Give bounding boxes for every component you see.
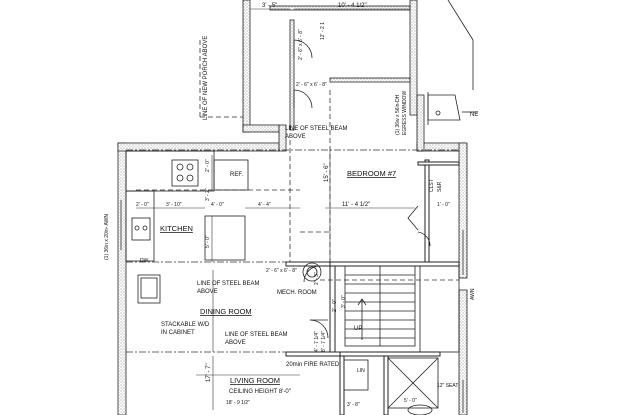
doors	[293, 39, 431, 339]
shower-icon	[387, 357, 439, 409]
dining-room-label: DINING ROOM	[200, 307, 252, 316]
clst-label: CLST	[429, 179, 435, 192]
dim-8-7-quarter: 8' - 7 1/4"	[321, 331, 327, 352]
steel-beam-label-top-2: ABOVE	[285, 134, 306, 140]
dim-15-6: 15' - 6"	[324, 163, 330, 182]
egress-label-1: (1) 36w x 56in-DH	[395, 94, 401, 135]
kitchen-fixtures	[125, 150, 249, 304]
awn-label-left: (1) 36in x 20in- AWN	[104, 214, 110, 260]
exterior-walls	[117, 94, 468, 415]
range-icon	[171, 159, 199, 187]
dim-17-7: 17' - 7"	[206, 363, 212, 382]
awn-label-right: AWN	[470, 288, 476, 300]
dim-4-0: 4' - 0"	[211, 202, 224, 208]
lin-label: LIN	[357, 368, 365, 374]
up-label: UP	[354, 326, 362, 332]
new-porch-label: LINE OF NEW PORCH ABOVE	[203, 36, 209, 120]
dim-door-a: 2' - 6" x 6' - 8"	[298, 29, 304, 60]
dim-3-5: 3' - 5"	[262, 3, 277, 9]
steel-beam-label-dining-2: ABOVE	[225, 340, 246, 346]
dim-3-8: 3' - 8"	[347, 402, 360, 408]
egress-window	[427, 0, 478, 125]
dim-door-b: 2' - 6" x 6' - 8"	[296, 82, 327, 88]
kitchen-label: KITCHEN	[160, 224, 193, 233]
dimension-labels: 3' - 5" 10' - 4 1/2" 12' - 2 1 2' - 6" x…	[136, 3, 450, 408]
window-marks	[120, 200, 464, 413]
dim-3-0: 3' - 0"	[341, 295, 347, 308]
egress-label-2: EGRESS WINDOW	[402, 91, 408, 135]
upper-wing-walls	[242, 0, 418, 133]
ne-label: NE	[470, 112, 478, 118]
plan-labels: LINE OF NEW PORCH ABOVE LINE OF STEEL BE…	[104, 36, 478, 395]
dw-label: DW	[140, 258, 149, 264]
sr-label: S&R	[437, 181, 443, 192]
kitchen-island	[204, 215, 246, 261]
washer-dryer-icon	[137, 274, 161, 304]
ceiling-height-label: CEILING HEIGHT 8'-0"	[229, 389, 291, 395]
bedroom-label: BEDROOM #7	[347, 169, 396, 178]
mech-room-label: MECH. ROOM	[277, 290, 317, 296]
dim-2-3: 2' - 3"	[314, 272, 320, 285]
dim-2-0-mid: 2' - 0"	[332, 299, 338, 312]
refrigerator-icon	[213, 159, 249, 191]
dim-18-9-half: 18' - 9 1/2"	[226, 400, 250, 406]
dimension-lines	[136, 8, 415, 410]
dim-2-0-left: 2' - 0"	[136, 202, 149, 208]
living-room-label: LIVING ROOM	[230, 376, 280, 385]
dim-5-0: 5' - 0"	[205, 235, 211, 248]
interior-walls	[285, 159, 460, 415]
sink-icon	[131, 217, 151, 241]
dim-4-4: 4' - 4"	[258, 202, 271, 208]
dim-3-10: 3' - 10"	[166, 202, 182, 208]
toilet-icon	[407, 404, 433, 415]
dim-door-c: 2' - 6" x 6' - 8"	[266, 268, 297, 274]
bathroom-fixtures	[343, 357, 439, 415]
dim-10-4-half: 10' - 4 1/2"	[338, 3, 367, 9]
dim-2-0-top: 2' - 0"	[205, 159, 211, 172]
steel-beam-label-top: LINE OF STEEL BEAM	[285, 126, 347, 132]
dim-1-0: 1' - 0"	[437, 202, 450, 208]
dim-4-7-quarter: 4' - 7 1/4"	[314, 331, 320, 352]
steel-beam-label-dining: LINE OF STEEL BEAM	[225, 332, 287, 338]
dim-11-4-half: 11' - 4 1/2"	[342, 202, 370, 208]
steel-beam-label-kitchen: LINE OF STEEL BEAM	[197, 281, 259, 287]
seat-label: 12" SEAT	[437, 383, 458, 389]
ref-label: REF.	[230, 172, 243, 178]
stairs	[344, 265, 460, 353]
stackable-label-1: STACKABLE W/D	[161, 322, 210, 328]
water-heater-icon	[302, 262, 322, 282]
stackable-label-2: IN CABINET	[161, 330, 195, 336]
dim-5-0-bottom: 5' - 0"	[404, 398, 417, 404]
steel-beam-label-kitchen-2: ABOVE	[197, 289, 218, 295]
dim-3-2: 3' - 2"	[205, 188, 211, 201]
fire-rated-label: 20min FIRE RATED	[286, 362, 340, 368]
dim-12-2: 12' - 2 1	[320, 22, 326, 40]
